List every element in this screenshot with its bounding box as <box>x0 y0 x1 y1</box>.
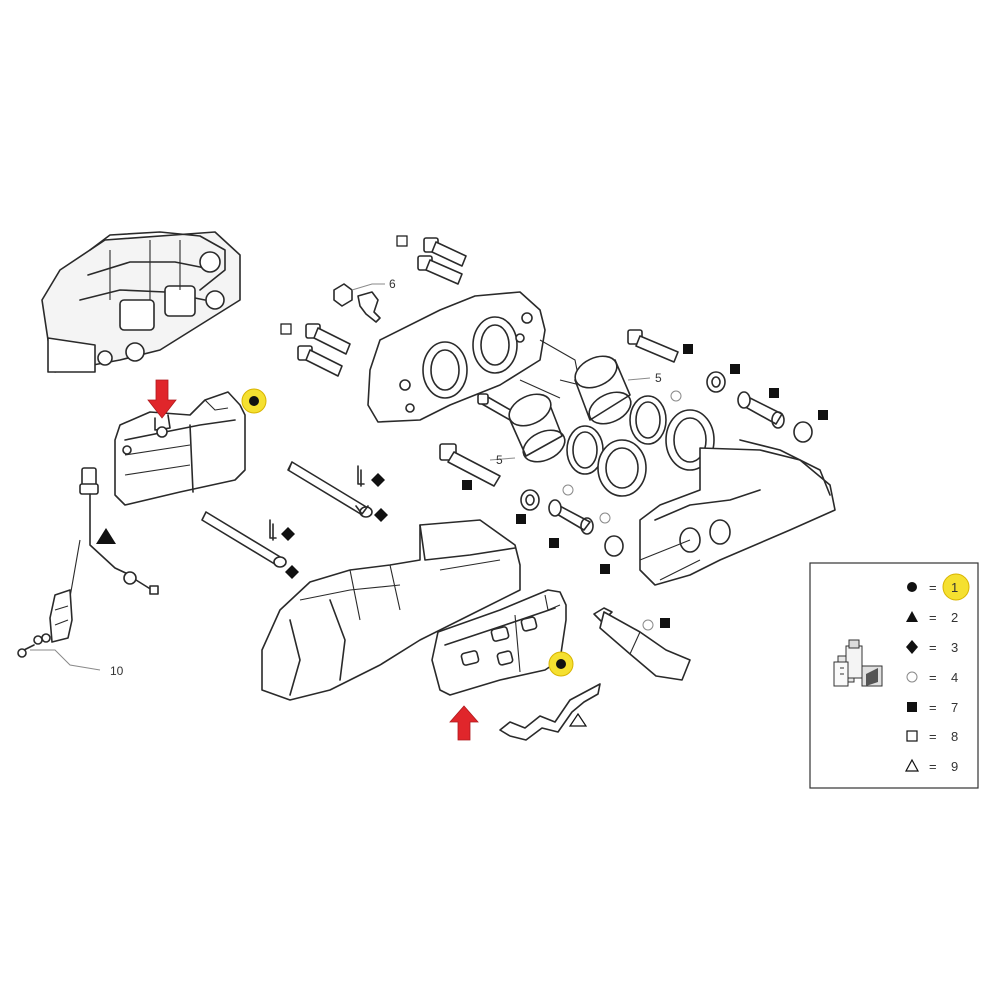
pin-clip-lower <box>269 519 277 541</box>
piston-medium <box>508 393 566 463</box>
callout-open-circle-4-icon <box>670 390 682 402</box>
retaining-spring <box>499 683 601 741</box>
brake-pad-lower <box>431 589 567 696</box>
wear-sensor-cable <box>65 467 159 621</box>
bushing-lower <box>604 535 624 557</box>
legend-filled-diamond-icon <box>906 640 918 654</box>
leader-5-lower <box>489 457 516 461</box>
leader-5-upper <box>627 377 651 381</box>
callout-open-square-8-icon <box>396 235 408 247</box>
carrier-bracket-lower <box>261 519 521 701</box>
legend-eq: = <box>929 640 937 655</box>
callout-open-square-8-icon <box>280 323 292 335</box>
bolt-pair-left <box>297 323 351 377</box>
callout-filled-square-7-icon <box>730 364 740 374</box>
legend-filled-square-icon <box>907 702 917 712</box>
callout-10: 10 <box>110 664 124 678</box>
legend-eq: = <box>929 700 937 715</box>
legend-value-7: 7 <box>951 700 958 715</box>
guide-bolt-left <box>439 443 501 487</box>
caliper-housing <box>367 291 581 423</box>
sensor-clip-bracket <box>17 589 101 671</box>
legend-eq: = <box>929 729 937 744</box>
legend-eq: = <box>929 580 937 595</box>
guide-pin-lower <box>201 511 287 568</box>
callout-diamond-3-icon <box>285 565 299 579</box>
legend-row-6: = 8 <box>906 729 958 744</box>
callout-triangle-2-icon <box>96 528 116 544</box>
legend-open-triangle-icon <box>904 758 920 772</box>
callout-filled-square-7-icon <box>683 344 693 354</box>
legend-value-2: 2 <box>951 610 958 625</box>
legend-value-8: 8 <box>951 729 958 744</box>
kit-parts-icon <box>833 639 883 687</box>
callout-filled-square-7-icon <box>818 410 828 420</box>
legend-open-square-icon <box>906 730 918 742</box>
highlight-marker-upper <box>241 388 267 414</box>
legend-filled-circle-icon <box>907 582 917 592</box>
callout-filled-square-7-icon <box>600 564 610 574</box>
sleeve-left <box>548 499 594 535</box>
red-arrow-down-icon <box>147 379 177 419</box>
callout-5-upper: 5 <box>655 371 662 385</box>
sleeve-right <box>737 391 785 429</box>
callout-filled-square-7-icon <box>516 514 526 524</box>
highlight-marker-lower <box>548 651 574 677</box>
bushing-left-small <box>520 489 540 511</box>
callout-diamond-3-icon <box>371 473 385 487</box>
seal-rings <box>566 395 715 497</box>
legend-eq: = <box>929 670 937 685</box>
legend-open-circle-icon <box>906 671 918 683</box>
callout-diamond-3-icon <box>281 527 295 541</box>
legend-row-3: = 3 <box>906 640 958 655</box>
callout-open-circle-4-icon <box>599 512 611 524</box>
callout-filled-square-7-icon <box>549 538 559 548</box>
callout-open-circle-4-icon <box>562 484 574 496</box>
legend-value-4: 4 <box>951 670 958 685</box>
bolt-pair-upper <box>417 237 467 285</box>
red-arrow-up-icon <box>449 705 479 741</box>
callout-filled-square-7-icon <box>769 388 779 398</box>
callout-5-lower: 5 <box>496 453 503 467</box>
callout-6: 6 <box>389 277 396 291</box>
grease-tube <box>593 607 691 681</box>
bushing-right-upper <box>706 371 726 393</box>
guide-pin-upper <box>287 461 373 518</box>
bushing-right-lower <box>793 421 813 443</box>
callout-filled-square-7-icon <box>660 618 670 628</box>
assembled-caliper-drawing <box>41 231 241 373</box>
callout-open-circle-4-icon <box>642 619 654 631</box>
leader-6 <box>351 283 385 291</box>
legend-row-5: = 7 <box>907 700 958 715</box>
callout-open-triangle-9-icon <box>568 712 588 727</box>
legend-filled-triangle-icon <box>906 611 918 622</box>
carrier-bracket-right <box>639 439 836 586</box>
pin-clip-upper <box>355 465 369 515</box>
legend-eq: = <box>929 610 937 625</box>
legend-highlight-marker <box>942 573 970 601</box>
guide-pin-right <box>627 329 679 363</box>
callout-filled-square-7-icon <box>462 480 472 490</box>
legend-eq: = <box>929 759 937 774</box>
legend-value-9: 9 <box>951 759 958 774</box>
piston-large <box>574 355 632 425</box>
legend-row-7: = 9 <box>904 758 958 774</box>
legend-row-1: = 1 <box>907 573 970 601</box>
legend-row-2: = 2 <box>906 610 958 625</box>
legend-value-1: 1 <box>951 580 958 595</box>
legend-value-3: 3 <box>951 640 958 655</box>
brake-pad-upper <box>114 391 246 506</box>
bleed-valve-and-nut <box>333 283 381 323</box>
legend-panel: = 1 = 2 = 3 = 4 = 7 = 8 <box>809 562 979 789</box>
legend-row-4: = 4 <box>906 670 958 685</box>
callout-diamond-3-icon <box>374 508 388 522</box>
